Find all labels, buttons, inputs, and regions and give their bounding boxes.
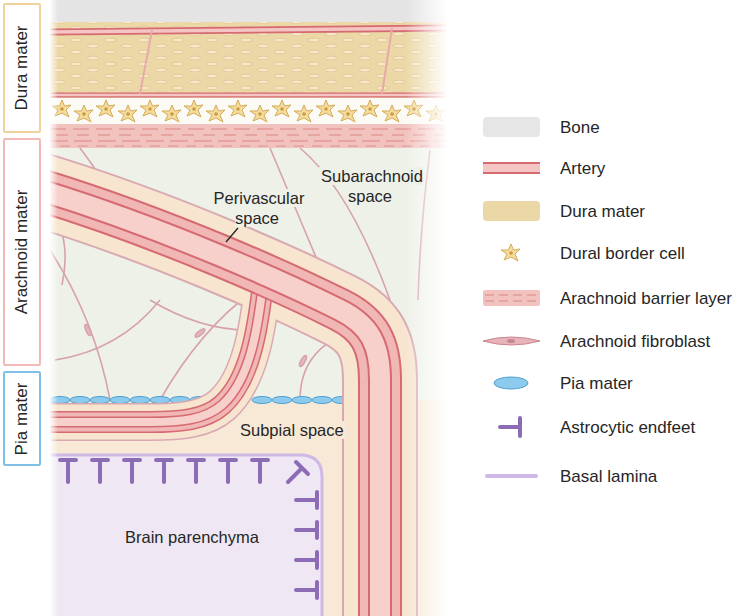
layer-name: Arachnoid mater — [12, 190, 32, 315]
region-label-text: Brain parenchyma — [125, 528, 259, 546]
space-label-text: Subpial space — [238, 421, 346, 439]
arachnoid-barrier-layer — [50, 124, 447, 148]
legend-text: Dura mater — [560, 201, 645, 222]
astrocytic-endfeet — [60, 460, 317, 598]
leader-line — [226, 228, 238, 242]
legend-swatch — [483, 117, 540, 137]
layer-tab: Dura mater — [3, 3, 41, 133]
legend-text: Basal lamina — [560, 466, 657, 487]
space-label-text: Subarachnoid space — [319, 167, 423, 205]
space-label-text: Perivascular space — [212, 189, 305, 227]
legend-swatch — [483, 201, 540, 221]
legend-text: Arachnoid barrier layer — [560, 288, 732, 309]
legend-text: Pia mater — [560, 373, 633, 394]
space-label: Perivascular space — [204, 188, 312, 228]
layer-tab: Arachnoid mater — [3, 138, 41, 366]
legend-text: Dural border cell — [560, 243, 685, 264]
brain-parenchyma — [50, 455, 322, 616]
legend-text: Artery — [560, 158, 605, 179]
legend-text: Arachnoid fibroblast — [560, 331, 710, 352]
space-label: Subarachnoid space — [310, 166, 432, 206]
region-label: Brain parenchyma — [125, 527, 259, 547]
dura-layer — [50, 22, 447, 98]
legend-text: Bone — [560, 117, 600, 138]
layer-tab: Pia mater — [3, 371, 41, 466]
bone-layer — [50, 0, 447, 22]
layer-name: Dura mater — [12, 25, 32, 110]
artery-with-perivascular-space — [40, 190, 380, 616]
dural-border-cells — [50, 98, 447, 124]
layer-name: Pia mater — [12, 382, 32, 455]
legend-text: Astrocytic endfeet — [560, 417, 695, 438]
space-label: Subpial space — [238, 420, 346, 440]
legend-samples — [483, 163, 540, 476]
